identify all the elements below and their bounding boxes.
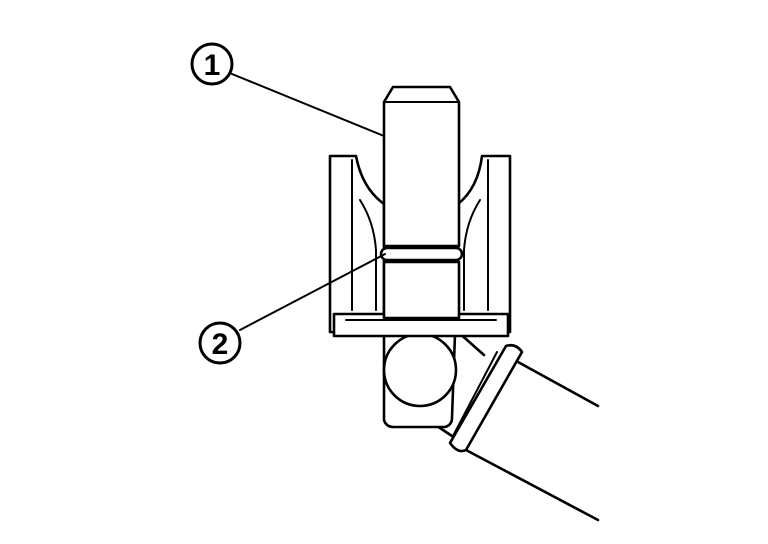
o-ring [379, 246, 464, 262]
leader-line-2 [239, 253, 386, 331]
housing-base-plate [332, 312, 510, 338]
callout-2: 2 [198, 321, 242, 365]
callout-1-label: 1 [204, 49, 221, 82]
callout-2-label: 2 [212, 328, 229, 361]
leader-lines [231, 73, 386, 331]
leader-line-1 [231, 73, 385, 137]
pin-drift [382, 85, 461, 320]
callout-1: 1 [190, 42, 234, 86]
tool-collar-ring [448, 343, 524, 453]
bearing-body [382, 332, 458, 429]
